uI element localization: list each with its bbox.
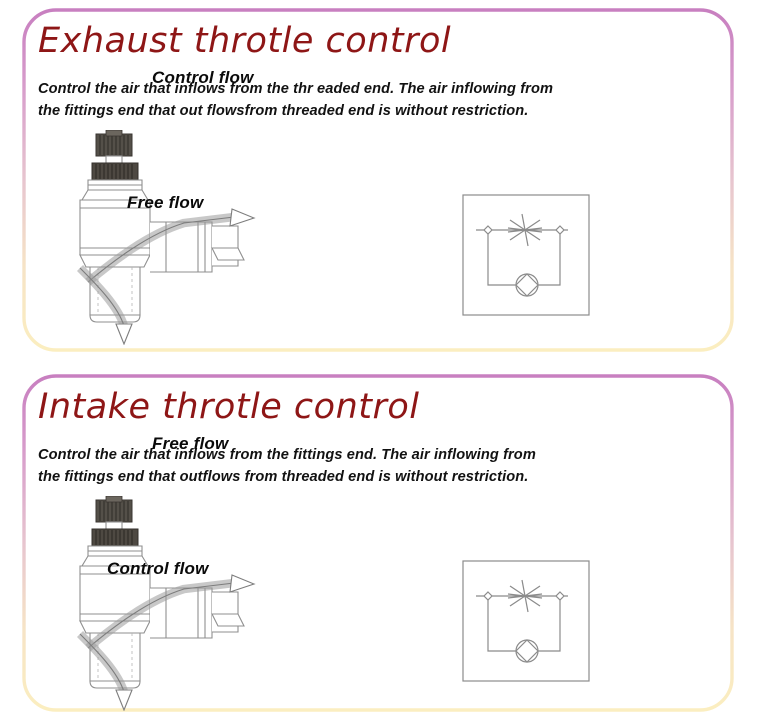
card-intake-throtle-control: Intake throtle control Control the air t… — [22, 374, 734, 712]
flow-label-lower-exhaust: Free flow — [127, 193, 204, 212]
flow-label-upper-intake: Free flow — [152, 434, 229, 453]
schematic-symbol-intake — [458, 556, 598, 686]
description-line-2: the fittings end that out flowsfrom thre… — [38, 103, 529, 120]
description-exhaust: Control the air that inflows from the th… — [38, 78, 658, 122]
description-line-1: Control the air that inflows from the th… — [38, 81, 554, 97]
valve-illustration-exhaust — [62, 130, 322, 345]
description-line-1: Control the air that inflows from the fi… — [38, 447, 536, 463]
page-title-exhaust: Exhaust throtle control — [38, 21, 452, 61]
description-intake: Control the air that inflows from the fi… — [38, 444, 658, 488]
page-title-intake: Intake throtle control — [38, 387, 420, 427]
flow-label-lower-intake: Control flow — [107, 559, 209, 578]
schematic-symbol-exhaust — [458, 190, 598, 320]
card-exhaust-throtle-control: Exhaust throtle control Control the air … — [22, 8, 734, 352]
valve-illustration-intake — [62, 496, 322, 711]
flow-label-upper-exhaust: Control flow — [152, 68, 254, 87]
description-line-2: the fittings end that outflows from thre… — [38, 469, 529, 486]
